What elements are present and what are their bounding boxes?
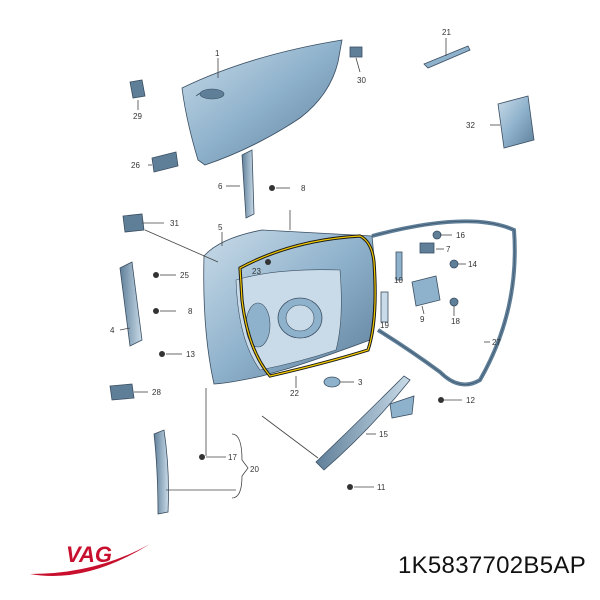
- screw-part-16: [432, 230, 442, 240]
- door-seal-inner-line: [239, 235, 376, 377]
- grip-part-28: [109, 383, 135, 401]
- lock-part-9: [411, 275, 441, 307]
- part-number: 1K5837702B5AP: [397, 552, 586, 579]
- body-seal-edge: [371, 221, 516, 385]
- leader-lines: [119, 38, 500, 499]
- bracket-part-4: [119, 261, 143, 347]
- callout-32: 32: [466, 121, 475, 130]
- callout-1: 1: [215, 49, 220, 58]
- buffer-part-26: [151, 151, 179, 173]
- screw-23: [265, 259, 271, 265]
- callout-21: 21: [442, 28, 451, 37]
- callout-19: 19: [380, 321, 389, 330]
- speaker-hole-inner: [285, 304, 315, 332]
- rail-part-6: [241, 149, 255, 219]
- callout-labels: 1 21 30 32 29 26 6 8 31 5 25 8 4 13 28 2…: [110, 28, 501, 492]
- callout-8-top: 8: [301, 184, 306, 193]
- callout-13: 13: [186, 350, 195, 359]
- vag-logo-text: VAG: [66, 542, 112, 567]
- lock-part-7: [419, 242, 435, 254]
- callout-23: 23: [252, 267, 261, 276]
- strip-part-21: [423, 45, 471, 69]
- callout-20: 20: [250, 465, 259, 474]
- callout-12: 12: [466, 396, 475, 405]
- callout-10: 10: [394, 276, 403, 285]
- screw-12: [438, 397, 444, 403]
- outer-door-panel: [181, 39, 343, 166]
- callout-26: 26: [131, 161, 140, 170]
- vertical-seal-part-20: [153, 429, 169, 515]
- callout-11: 11: [377, 483, 386, 492]
- vag-logo: VAG: [30, 542, 150, 576]
- bracket-part-29: [129, 79, 146, 99]
- window-guide-part-15: [315, 375, 411, 471]
- callout-22: 22: [290, 389, 299, 398]
- callout-27: 27: [492, 338, 501, 347]
- callout-5: 5: [218, 223, 223, 232]
- screw-11: [347, 484, 353, 490]
- screw-8-upper: [269, 185, 275, 191]
- callout-8: 8: [188, 307, 193, 316]
- block-part-32: [497, 95, 535, 149]
- callout-29: 29: [133, 112, 142, 121]
- guide-bracket: [389, 395, 415, 419]
- latch-part-10: [395, 251, 403, 281]
- callout-15: 15: [379, 430, 388, 439]
- plug-part-3: [323, 376, 341, 388]
- clip-part-30: [349, 46, 363, 58]
- handle-cutout: [199, 88, 225, 100]
- callout-17: 17: [228, 453, 237, 462]
- screw-8-lower: [153, 308, 159, 314]
- callout-4: 4: [110, 326, 115, 335]
- screw-17: [199, 454, 205, 460]
- callout-3: 3: [358, 378, 363, 387]
- bracket-part-31: [122, 213, 145, 233]
- callout-14: 14: [468, 260, 477, 269]
- callout-18: 18: [451, 317, 460, 326]
- body-seal-part-27: [371, 219, 517, 387]
- callout-6-top: 6: [218, 182, 223, 191]
- screw-25: [153, 272, 159, 278]
- callout-16: 16: [456, 231, 465, 240]
- callout-31: 31: [170, 219, 179, 228]
- rod-part-19: [380, 291, 389, 323]
- vag-logo-swoosh: [30, 544, 150, 576]
- screw-13: [159, 351, 165, 357]
- callout-9: 9: [420, 315, 425, 324]
- screw-part-14: [449, 259, 459, 269]
- callout-30: 30: [357, 76, 366, 85]
- callout-7: 7: [446, 245, 451, 254]
- callout-25: 25: [180, 271, 189, 280]
- callout-28: 28: [152, 388, 161, 397]
- screw-part-18: [449, 297, 459, 307]
